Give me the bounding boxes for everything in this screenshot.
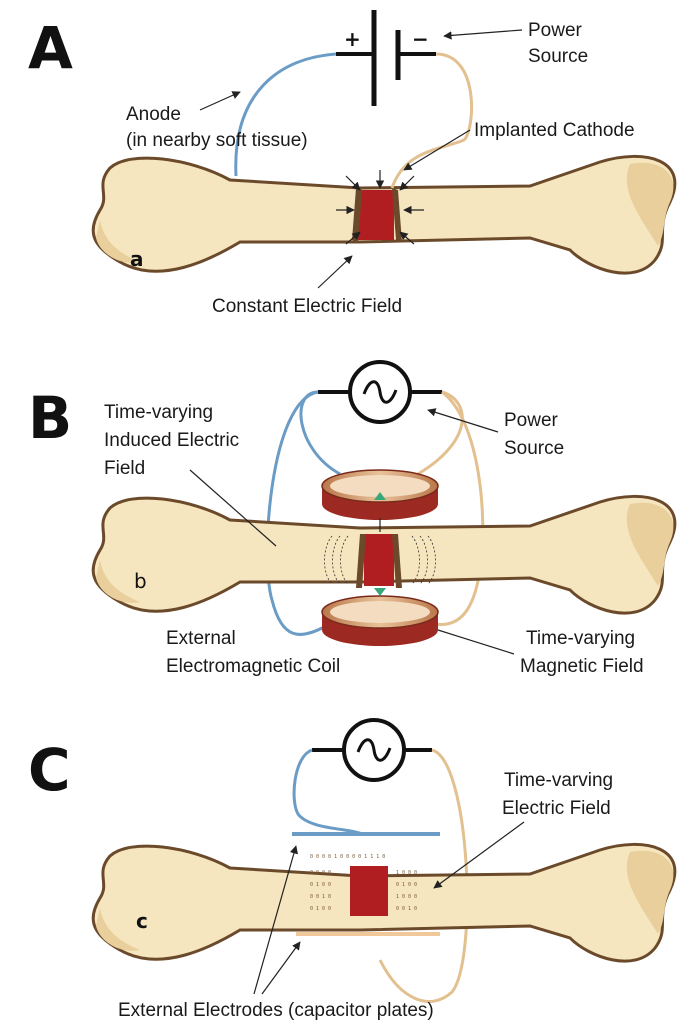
constant-field-label: Constant Electric Field bbox=[212, 296, 402, 317]
bone-b-letter: b bbox=[134, 569, 147, 593]
magnetic-label-2: Magnetic Field bbox=[520, 656, 644, 677]
svg-text:0 1 0 0: 0 1 0 0 bbox=[310, 882, 331, 888]
anode-label-1: Anode bbox=[126, 104, 181, 125]
magnetic-arrow-down bbox=[374, 588, 386, 596]
panel-b-letter: B bbox=[28, 384, 72, 452]
coil-top bbox=[321, 469, 439, 520]
coil-bottom bbox=[321, 595, 439, 646]
cathode-label: Implanted Cathode bbox=[474, 120, 635, 141]
svg-text:0 0 0 0: 0 0 0 0 bbox=[310, 870, 331, 876]
induced-field-lines bbox=[324, 535, 436, 585]
svg-text:0 1 0 0: 0 1 0 0 bbox=[396, 882, 417, 888]
induced-label-2: Induced Electric bbox=[104, 430, 239, 451]
anode-label-2: (in nearby soft tissue) bbox=[126, 130, 308, 151]
battery-plus: + bbox=[344, 27, 361, 51]
power-source-label-b-2: Source bbox=[504, 438, 564, 459]
bone-a-letter: a bbox=[130, 247, 144, 271]
panel-a: A a + − Power Sou bbox=[28, 10, 677, 317]
coil-wire-blue bbox=[265, 390, 327, 636]
induced-label-1: Time-varying bbox=[104, 402, 213, 423]
bone-c-letter: c bbox=[136, 909, 148, 933]
battery-a bbox=[336, 10, 436, 106]
battery-minus: − bbox=[412, 27, 429, 51]
panel-c: C c 0 0 0 0 1 0 0 0 0 1 1 1 0 0 0 0 0 0 … bbox=[28, 718, 677, 1021]
electrode-wire-tan bbox=[378, 748, 469, 1003]
cathode-wire bbox=[390, 52, 474, 189]
magnetic-arrow-up bbox=[374, 492, 386, 500]
panel-a-letter: A bbox=[28, 14, 73, 82]
induced-label-3: Field bbox=[104, 458, 145, 479]
field-arrows-a bbox=[336, 170, 424, 245]
svg-text:0 1 0 0: 0 1 0 0 bbox=[310, 906, 331, 912]
svg-text:1 0 0 0: 1 0 0 0 bbox=[396, 894, 417, 900]
coil-label-1: External bbox=[166, 628, 236, 649]
fracture-a bbox=[358, 190, 394, 240]
magnetic-label-1: Time-varying bbox=[526, 628, 635, 649]
field-c-label-1: Time-varving bbox=[504, 770, 613, 791]
coil-label-2: Electromagnetic Coil bbox=[166, 656, 340, 677]
charge-row: 0 0 0 0 1 0 0 0 0 1 1 1 0 bbox=[310, 854, 385, 860]
fracture-c bbox=[350, 866, 388, 916]
panel-c-letter: C bbox=[28, 736, 71, 804]
power-source-label-a-2: Source bbox=[528, 46, 588, 67]
power-source-label-a-1: Power bbox=[528, 20, 583, 41]
charge-grid: 0 0 0 0 0 1 0 0 0 0 1 0 0 1 0 0 1 0 0 0 … bbox=[310, 870, 417, 912]
svg-text:1 0 0 0: 1 0 0 0 bbox=[396, 870, 417, 876]
svg-text:0 0 1 0: 0 0 1 0 bbox=[396, 906, 417, 912]
electrodes-label: External Electrodes (capacitor plates) bbox=[118, 1000, 434, 1021]
anode-wire bbox=[234, 52, 337, 177]
field-c-label-2: Electric Field bbox=[502, 798, 611, 819]
panel-b: B b bbox=[28, 360, 677, 677]
coil-wire-tan bbox=[433, 390, 485, 627]
fracture-b bbox=[364, 534, 394, 586]
svg-text:0 0 1 0: 0 0 1 0 bbox=[310, 894, 331, 900]
power-source-label-b-1: Power bbox=[504, 410, 559, 431]
